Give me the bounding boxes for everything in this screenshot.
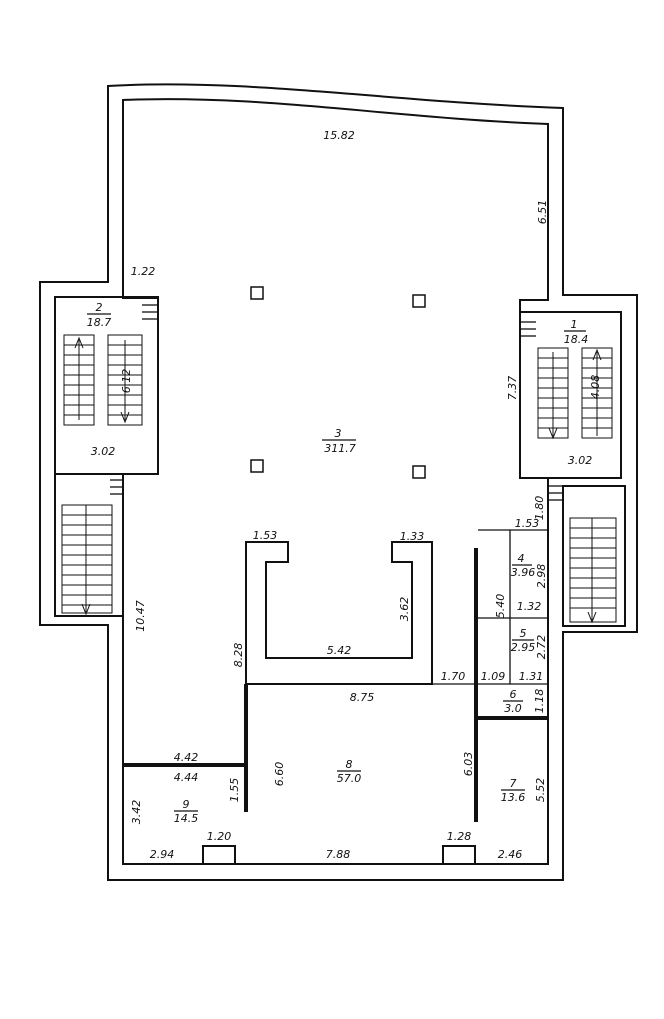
svg-text:3: 3: [335, 427, 342, 440]
column: [250, 286, 264, 300]
dim-1-55: 1.55: [228, 778, 241, 803]
svg-text:2: 2: [96, 301, 103, 314]
column: [250, 459, 264, 473]
room-label-4: 4 3.96: [511, 552, 536, 579]
outer-wall: [39, 83, 638, 881]
dim-1-53b: 1.53: [515, 517, 540, 530]
dim-stair-left-width: 3.02: [91, 445, 116, 458]
svg-text:18.7: 18.7: [87, 316, 112, 329]
room-label-3: 3 311.7: [322, 427, 356, 455]
dim-1-70: 1.70: [441, 670, 466, 683]
right-lower-stair-flight: [569, 517, 617, 624]
svg-text:57.0: 57.0: [337, 772, 362, 785]
svg-text:7: 7: [510, 777, 517, 790]
room-label-7: 7 13.6: [501, 777, 526, 804]
dim-bottom-left: 2.94: [150, 848, 175, 861]
svg-text:9: 9: [183, 798, 190, 811]
dim-3-42: 3.42: [130, 800, 143, 825]
svg-text:6: 6: [510, 688, 517, 701]
dim-left-long: 10.47: [134, 600, 147, 632]
svg-text:13.6: 13.6: [501, 791, 526, 804]
left-stair-flight-up: [63, 334, 95, 426]
svg-text:311.7: 311.7: [324, 442, 356, 455]
column: [412, 294, 426, 308]
dim-1-32: 1.32: [517, 600, 542, 613]
right-stair-flight-down: [537, 347, 569, 440]
left-lower-stair: [54, 473, 124, 617]
dim-5-40: 5.40: [494, 594, 507, 619]
right-stair-flight-up: [581, 347, 613, 439]
svg-text:4: 4: [518, 552, 525, 565]
dim-right-upper: 6.51: [536, 200, 549, 225]
svg-text:18.4: 18.4: [564, 333, 589, 346]
dim-8-75: 8.75: [350, 691, 375, 704]
dim-6-03: 6.03: [462, 752, 475, 777]
dim-4-42: 4.42: [174, 751, 199, 764]
svg-text:1: 1: [571, 318, 578, 331]
right-lower-stair: [562, 485, 626, 627]
dim-1-18: 1.18: [533, 689, 546, 714]
svg-text:5: 5: [520, 627, 527, 640]
dim-stair-right-width: 3.02: [568, 454, 593, 467]
dim-right-side: 7.37: [506, 376, 519, 401]
svg-text:3.96: 3.96: [511, 566, 536, 579]
dim-2-98: 2.98: [535, 564, 548, 589]
dim-1-33: 1.33: [400, 530, 425, 543]
dim-4-44: 4.44: [174, 771, 199, 784]
notch-1-28: [442, 845, 476, 865]
dim-2-72: 2.72: [535, 635, 548, 660]
room-label-8: 8 57.0: [337, 758, 362, 785]
dim-stair-left-height: 6.12: [120, 369, 133, 394]
dim-1-80: 1.80: [533, 496, 546, 521]
svg-text:8: 8: [346, 758, 353, 771]
dim-1-31: 1.31: [519, 670, 544, 683]
dim-left-top: 1.22: [131, 265, 156, 278]
dim-6-60: 6.60: [273, 762, 286, 787]
notch-1-20: [202, 845, 236, 865]
dim-1-28: 1.28: [447, 830, 472, 843]
left-lower-stair-flight: [61, 504, 113, 616]
dim-top: 15.82: [323, 129, 355, 142]
svg-text:2.95: 2.95: [511, 641, 536, 654]
room-label-1: 1 18.4: [564, 318, 589, 346]
column: [412, 465, 426, 479]
dim-1-20: 1.20: [207, 830, 232, 843]
right-stair-room: [519, 311, 622, 479]
svg-text:14.5: 14.5: [174, 812, 199, 825]
dim-stair-right-height: 4.08: [589, 375, 602, 400]
door-marks: [110, 304, 562, 501]
dim-5-42: 5.42: [327, 644, 352, 657]
dim-3-62: 3.62: [398, 597, 411, 622]
svg-text:3.0: 3.0: [504, 702, 522, 715]
dim-5-52: 5.52: [534, 778, 547, 803]
room-label-6: 6 3.0: [503, 688, 523, 715]
room-label-9: 9 14.5: [174, 798, 199, 825]
dim-8-28: 8.28: [232, 643, 245, 668]
dim-1-09: 1.09: [481, 670, 506, 683]
dim-1-53: 1.53: [253, 529, 278, 542]
dim-bottom-right: 2.46: [498, 848, 523, 861]
room-label-2: 2 18.7: [87, 301, 112, 329]
dim-bottom-mid: 7.88: [326, 848, 351, 861]
left-stair-flight-down: [107, 334, 143, 426]
room-label-5: 5 2.95: [511, 627, 536, 654]
